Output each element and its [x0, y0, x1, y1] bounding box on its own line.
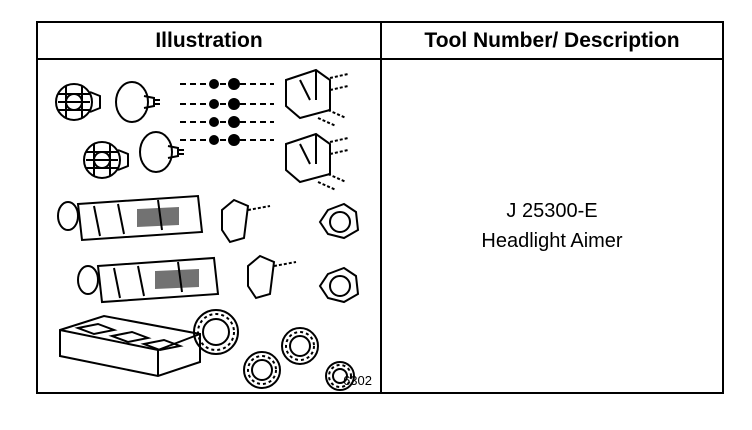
tool-description-cell: J 25300-E Headlight Aimer [382, 60, 722, 392]
adjustment-rod-icon [180, 83, 274, 141]
dish-reflector-icon [139, 131, 184, 173]
adapter-clip-icon [247, 254, 297, 300]
adapter-clip-icon [221, 198, 271, 244]
tool-table: Illustration Tool Number/ Description [36, 21, 724, 394]
adapter-ring-icon [281, 327, 319, 365]
octagonal-ring-icon [318, 266, 360, 304]
headlight-aimer-kit-illustration-icon [55, 68, 360, 391]
aimer-unit-icon [77, 256, 220, 304]
mounting-bracket-icon [285, 68, 349, 127]
adapter-ring-icon [243, 351, 281, 389]
octagonal-ring-icon [318, 202, 360, 240]
tool-number: J 25300-E [506, 200, 598, 222]
tool-description: Headlight Aimer [481, 230, 623, 252]
rod-fitting-icon [209, 78, 240, 146]
dish-reflector-icon [115, 81, 160, 123]
figure-number: 6302 [343, 373, 372, 388]
aimer-unit-icon [57, 194, 204, 242]
illustration-header: Illustration [155, 28, 263, 52]
tool-header: Tool Number/ Description [424, 28, 680, 52]
mounting-bracket-icon [285, 132, 349, 191]
storage-case-icon [59, 314, 201, 378]
column-divider [380, 23, 382, 392]
fan-adapter-icon [83, 141, 129, 179]
fan-adapter-icon [55, 83, 101, 121]
illustration-cell: 6302 [38, 60, 380, 392]
adapter-ring-icon [325, 361, 355, 391]
